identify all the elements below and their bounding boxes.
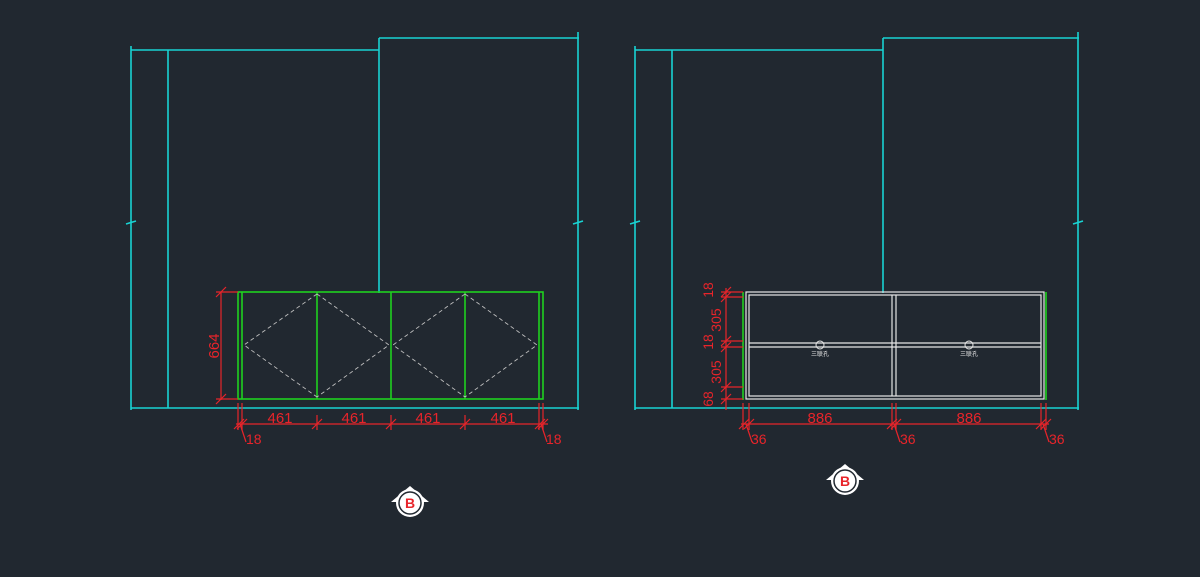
left-cabinet-hinge-lines (243, 293, 538, 398)
right-drawer-width-1: 886 (807, 410, 832, 427)
left-end-panel-left: 18 (246, 431, 262, 447)
left-end-panel-right: 18 (546, 431, 562, 447)
left-section-tag: B (405, 495, 415, 511)
drawer-handle-icon (815, 340, 974, 350)
right-side-offset-3: 36 (1049, 431, 1065, 447)
right-vdim-upper-drawer: 305 (708, 308, 724, 332)
left-wall-outline (125, 32, 584, 410)
left-door-width-1: 461 (267, 410, 292, 427)
left-height-label: 664 (206, 333, 223, 358)
right-elevation: 三联孔 三联孔 18 305 18 305 68 (629, 32, 1084, 495)
left-elevation: 664 461 461 461 461 18 18 (125, 32, 584, 517)
left-vertical-dimension (215, 286, 238, 405)
right-side-offset-1: 36 (751, 431, 767, 447)
right-section-tag: B (840, 473, 850, 489)
right-wall-outline (629, 32, 1084, 410)
right-side-offset-2: 36 (900, 431, 916, 447)
right-drawer-width-2: 886 (956, 410, 981, 427)
section-marker-icon: B (391, 486, 429, 517)
right-horizontal-dimension (738, 403, 1052, 443)
left-door-width-2: 461 (341, 410, 366, 427)
right-cabinet-sides (742, 292, 1047, 400)
right-vdim-mid-rail: 18 (700, 334, 716, 350)
left-door-width-4: 461 (490, 410, 515, 427)
left-horizontal-dimension (233, 403, 549, 443)
right-vdim-plinth: 68 (700, 391, 716, 407)
right-cabinet-drawers (745, 291, 1045, 400)
drawer-label-1: 三联孔 (811, 350, 829, 358)
right-vdim-top-rail: 18 (700, 282, 716, 298)
right-vdim-lower-drawer: 305 (708, 360, 724, 384)
right-vertical-dimension (720, 286, 743, 410)
left-cabinet (237, 291, 544, 400)
section-marker-icon: B (826, 464, 864, 495)
left-door-width-3: 461 (415, 410, 440, 427)
drawer-label-2: 三联孔 (960, 350, 978, 358)
